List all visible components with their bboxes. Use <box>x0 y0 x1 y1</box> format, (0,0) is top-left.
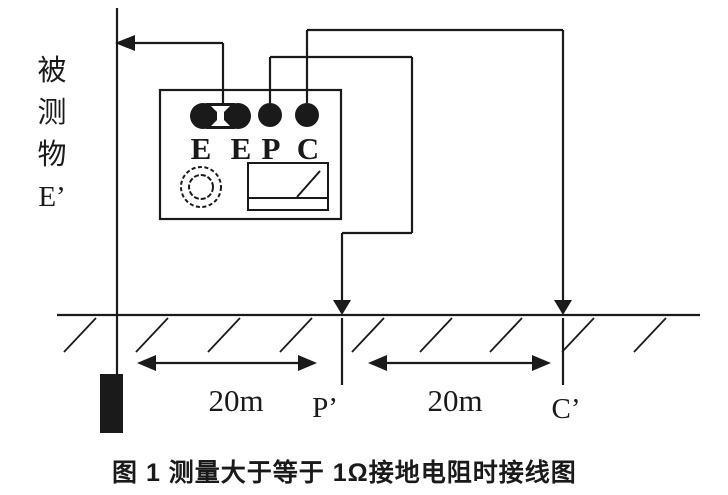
measured-object-char: E’ <box>38 181 66 213</box>
terminal-label-e2: E <box>230 131 252 166</box>
dial-knob-icon <box>180 166 222 208</box>
measured-object-char: 被 <box>37 55 67 87</box>
distance-label-right: 20m <box>427 383 483 418</box>
dim-right-arrowhead-e-icon <box>532 355 551 371</box>
ground-hatching <box>63 317 667 353</box>
measured-object-char: 测 <box>37 97 67 129</box>
dim-left-arrowhead-e-icon <box>298 355 317 371</box>
dim-left-arrowhead-w-icon <box>137 355 156 371</box>
measured-object-char: 物 <box>37 139 67 171</box>
e-wire-arrowhead-icon <box>115 35 135 51</box>
terminal-label-p: P <box>261 131 281 166</box>
terminal-c-icon <box>295 103 319 127</box>
p-wire-arrowhead-icon <box>333 300 351 315</box>
figure-caption: 图 1 测量大于等于 1Ω接地电阻时接线图 <box>112 459 577 487</box>
earth-tester-box <box>158 88 343 221</box>
dim-right-arrowhead-w-icon <box>368 355 387 371</box>
terminal-label-e1: E <box>190 131 212 166</box>
c-wire-arrowhead-icon <box>554 300 572 315</box>
shorting-link-cutout <box>211 106 230 126</box>
terminal-p-icon <box>258 103 282 127</box>
probe-label-c: C’ <box>551 393 581 425</box>
meter-display-icon <box>247 162 329 211</box>
distance-label-left: 20m <box>208 383 264 418</box>
buried-electrode <box>100 374 123 433</box>
probe-label-p: P’ <box>312 392 338 424</box>
terminal-label-c: C <box>296 131 320 166</box>
measured-object-label: 被 测 物 E’ <box>30 50 74 218</box>
